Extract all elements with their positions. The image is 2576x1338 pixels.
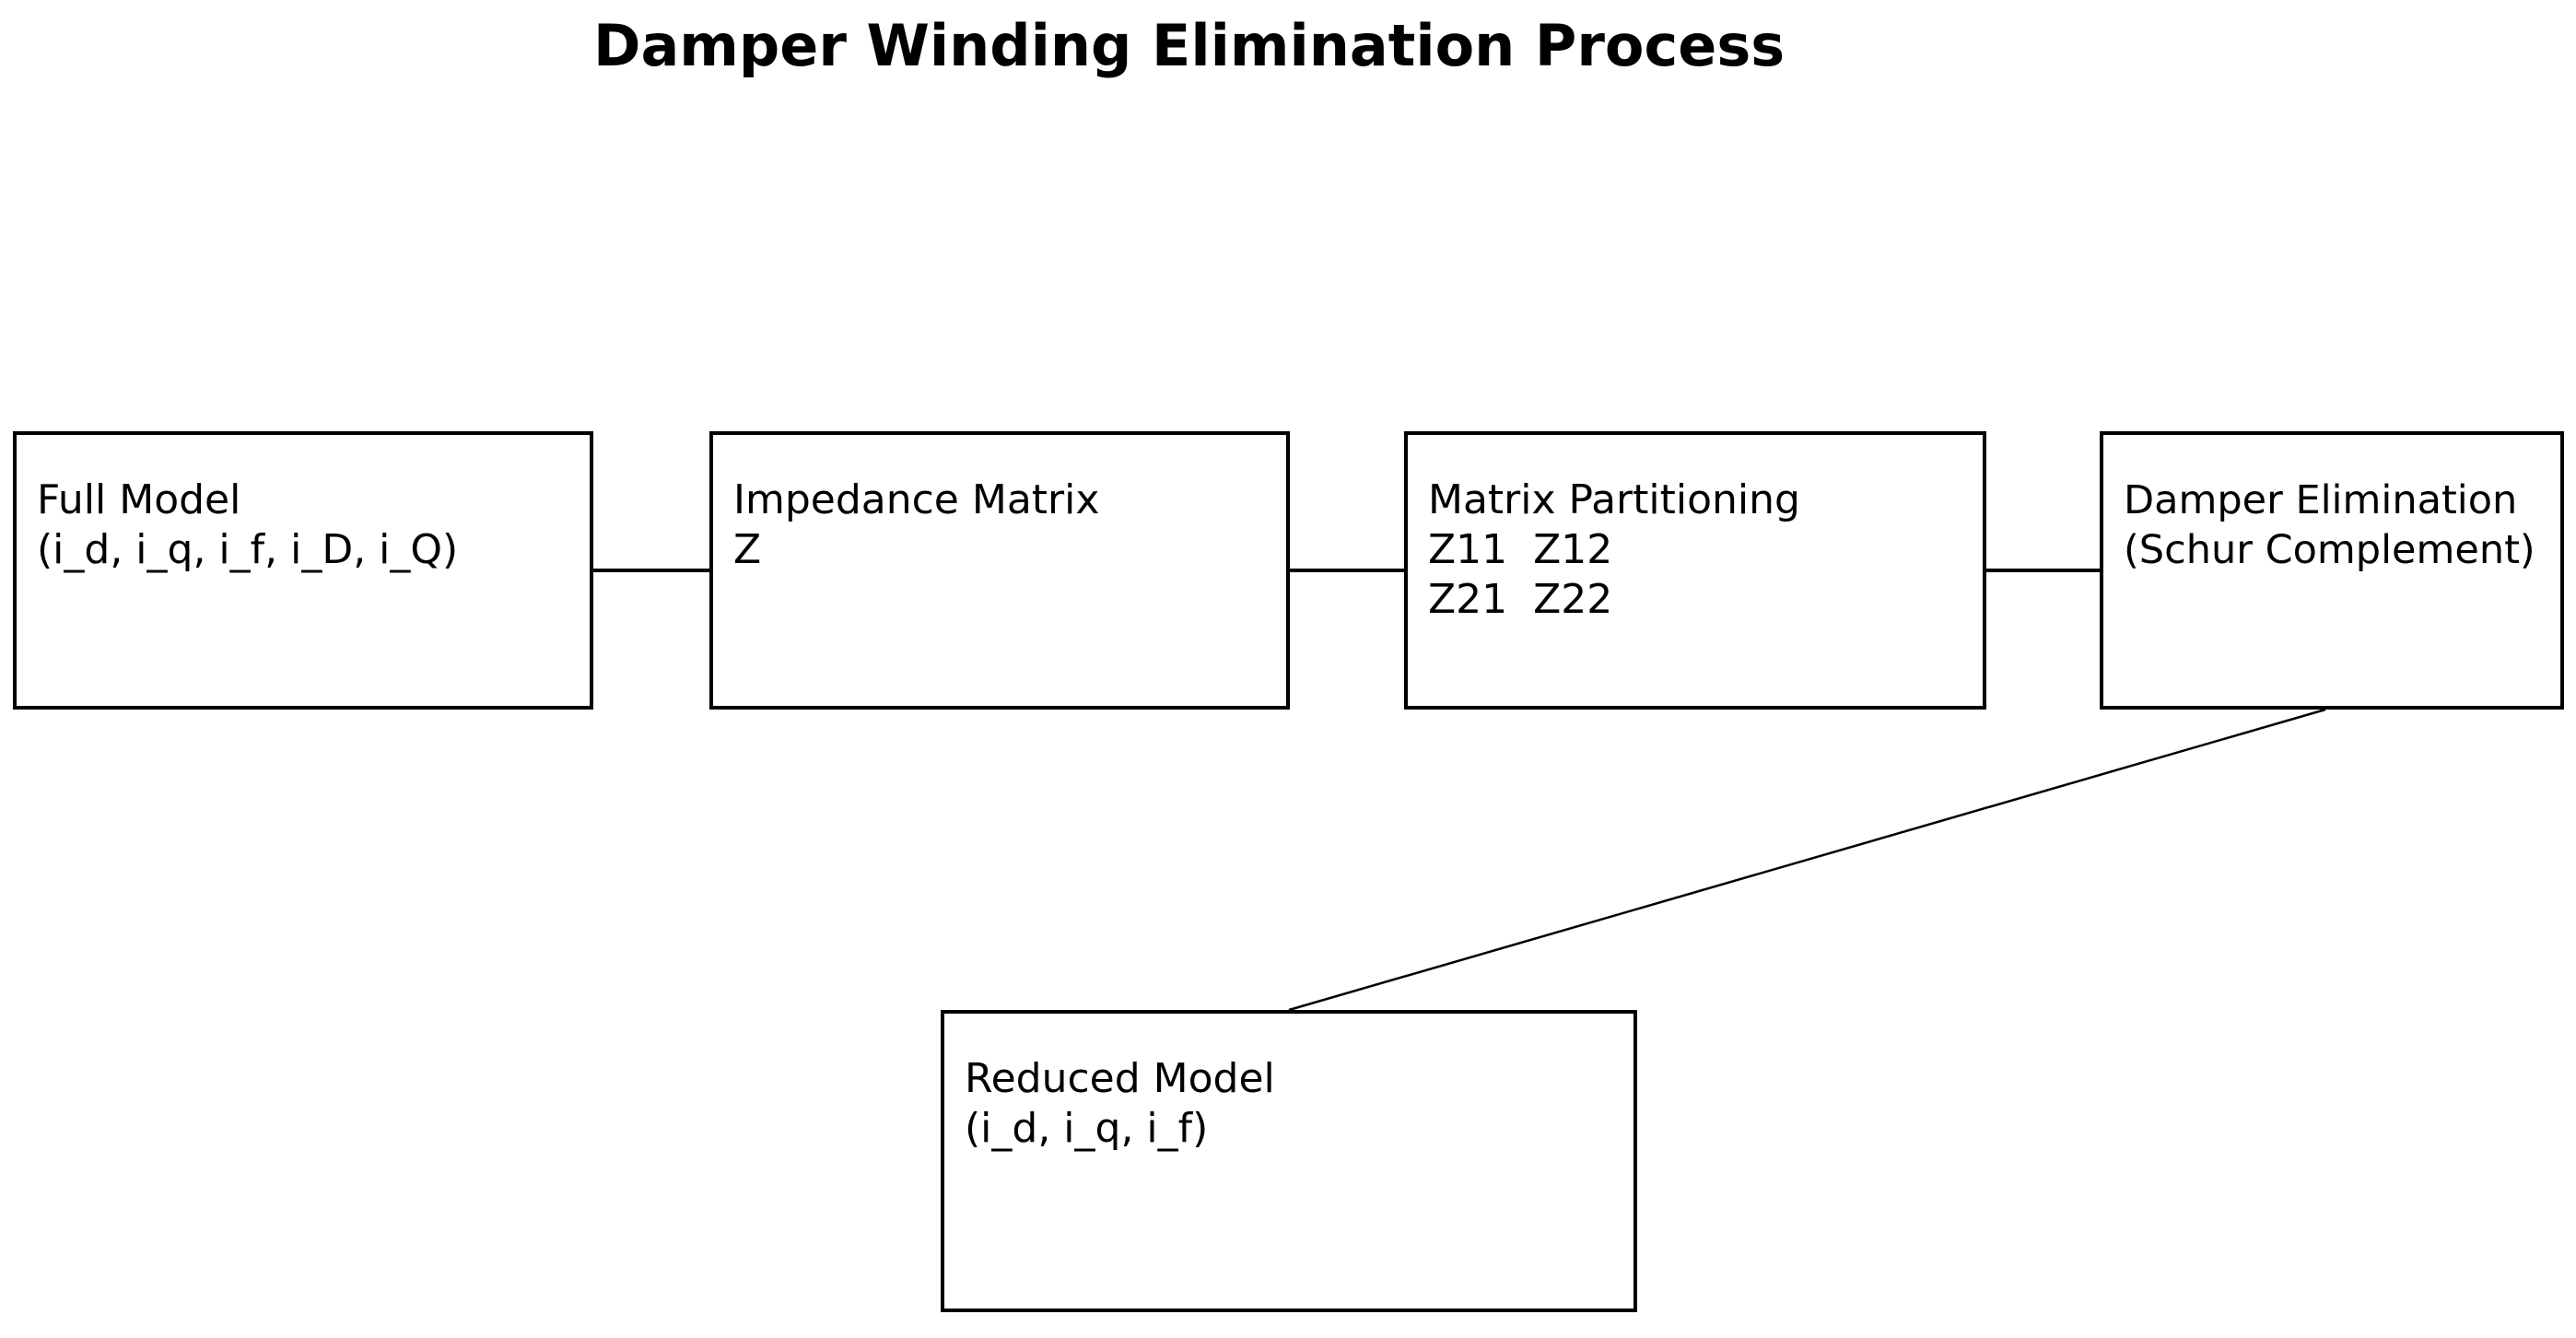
node-matrix-partitioning-title: Matrix Partitioning [1428,476,1800,523]
node-full-model: Full Model (i_d, i_q, i_f, i_D, i_Q) [13,431,593,710]
diagram-title: Damper Winding Elimination Process [593,12,1786,79]
node-matrix-partitioning-row-2: Z21 Z22 [1428,576,1613,623]
node-damper-elimination-title: Damper Elimination [2124,477,2518,523]
node-reduced-model: Reduced Model (i_d, i_q, i_f) [941,1010,1637,1312]
node-full-model-title: Full Model [37,476,241,523]
node-impedance-matrix-symbol: Z [733,526,762,573]
node-impedance-matrix-title: Impedance Matrix [733,476,1100,523]
node-reduced-model-variables: (i_d, i_q, i_f) [965,1105,1209,1152]
node-matrix-partitioning-row-1: Z11 Z12 [1428,526,1613,573]
node-damper-elimination: Damper Elimination (Schur Complement) [2100,431,2564,710]
node-reduced-model-title: Reduced Model [965,1055,1275,1102]
node-matrix-partitioning: Matrix Partitioning Z11 Z12 Z21 Z22 [1404,431,1986,710]
node-impedance-matrix: Impedance Matrix Z [709,431,1290,710]
node-full-model-variables: (i_d, i_q, i_f, i_D, i_Q) [37,526,459,573]
node-damper-elimination-method: (Schur Complement) [2124,527,2535,573]
connector-damper-elimination-to-reduced-model [1288,708,2326,1012]
